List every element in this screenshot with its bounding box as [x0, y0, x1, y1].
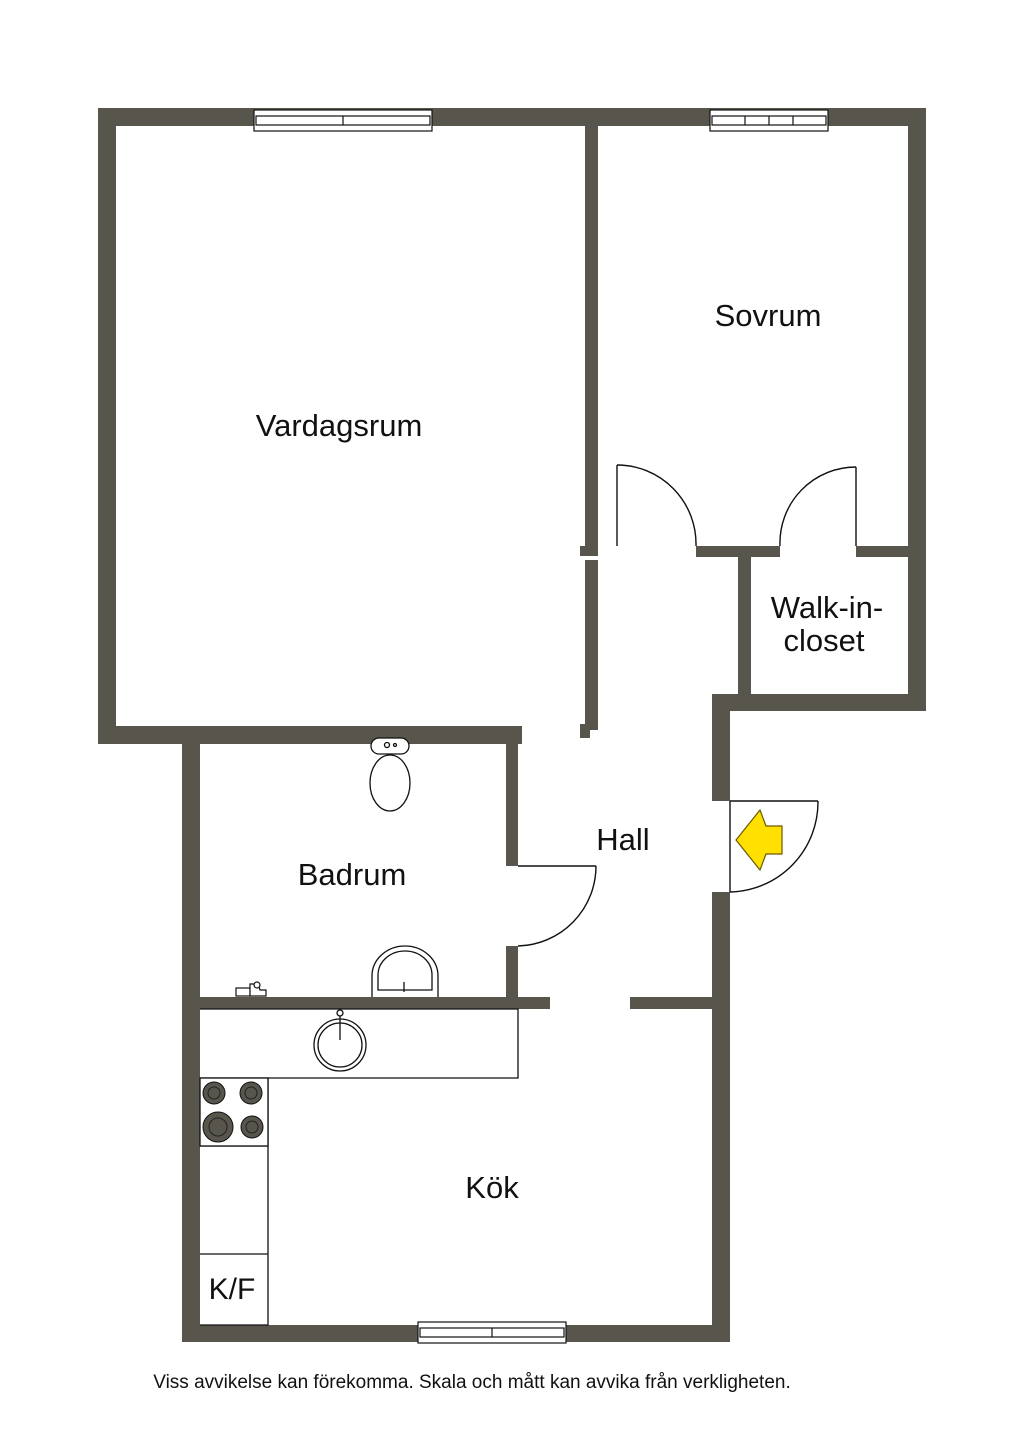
entrance-arrow-icon — [735, 808, 783, 872]
room-label-walk-in-line2: closet — [784, 623, 865, 658]
door-walk-in-closet — [779, 466, 857, 547]
stove-icon — [199, 1077, 269, 1147]
windows — [253, 109, 829, 1344]
window-living-room — [253, 109, 433, 132]
window-bedroom — [709, 109, 829, 132]
toilet-icon — [369, 737, 411, 812]
faucet-icon — [235, 981, 267, 997]
disclaimer-text: Viss avvikelse kan förekomma. Skala och … — [153, 1372, 791, 1393]
window-kitchen — [417, 1321, 567, 1344]
door-entrance — [729, 800, 819, 893]
room-label-kok: Kök — [465, 1170, 519, 1205]
kitchen-sink-icon — [313, 1009, 367, 1072]
door-bedroom — [616, 464, 697, 547]
room-label-walk-in-line1: Walk-in- — [771, 590, 884, 625]
room-labels: Vardagsrum Sovrum Walk-in- closet Hall B… — [209, 298, 884, 1306]
fridge-freezer-label: K/F — [209, 1273, 256, 1306]
room-label-badrum: Badrum — [298, 857, 407, 892]
washbasin-icon — [371, 945, 439, 997]
door-bathroom — [517, 865, 597, 947]
room-label-hall: Hall — [596, 822, 649, 857]
doors — [517, 464, 857, 947]
room-label-sovrum: Sovrum — [715, 298, 822, 333]
room-label-vardagsrum: Vardagsrum — [256, 408, 423, 443]
